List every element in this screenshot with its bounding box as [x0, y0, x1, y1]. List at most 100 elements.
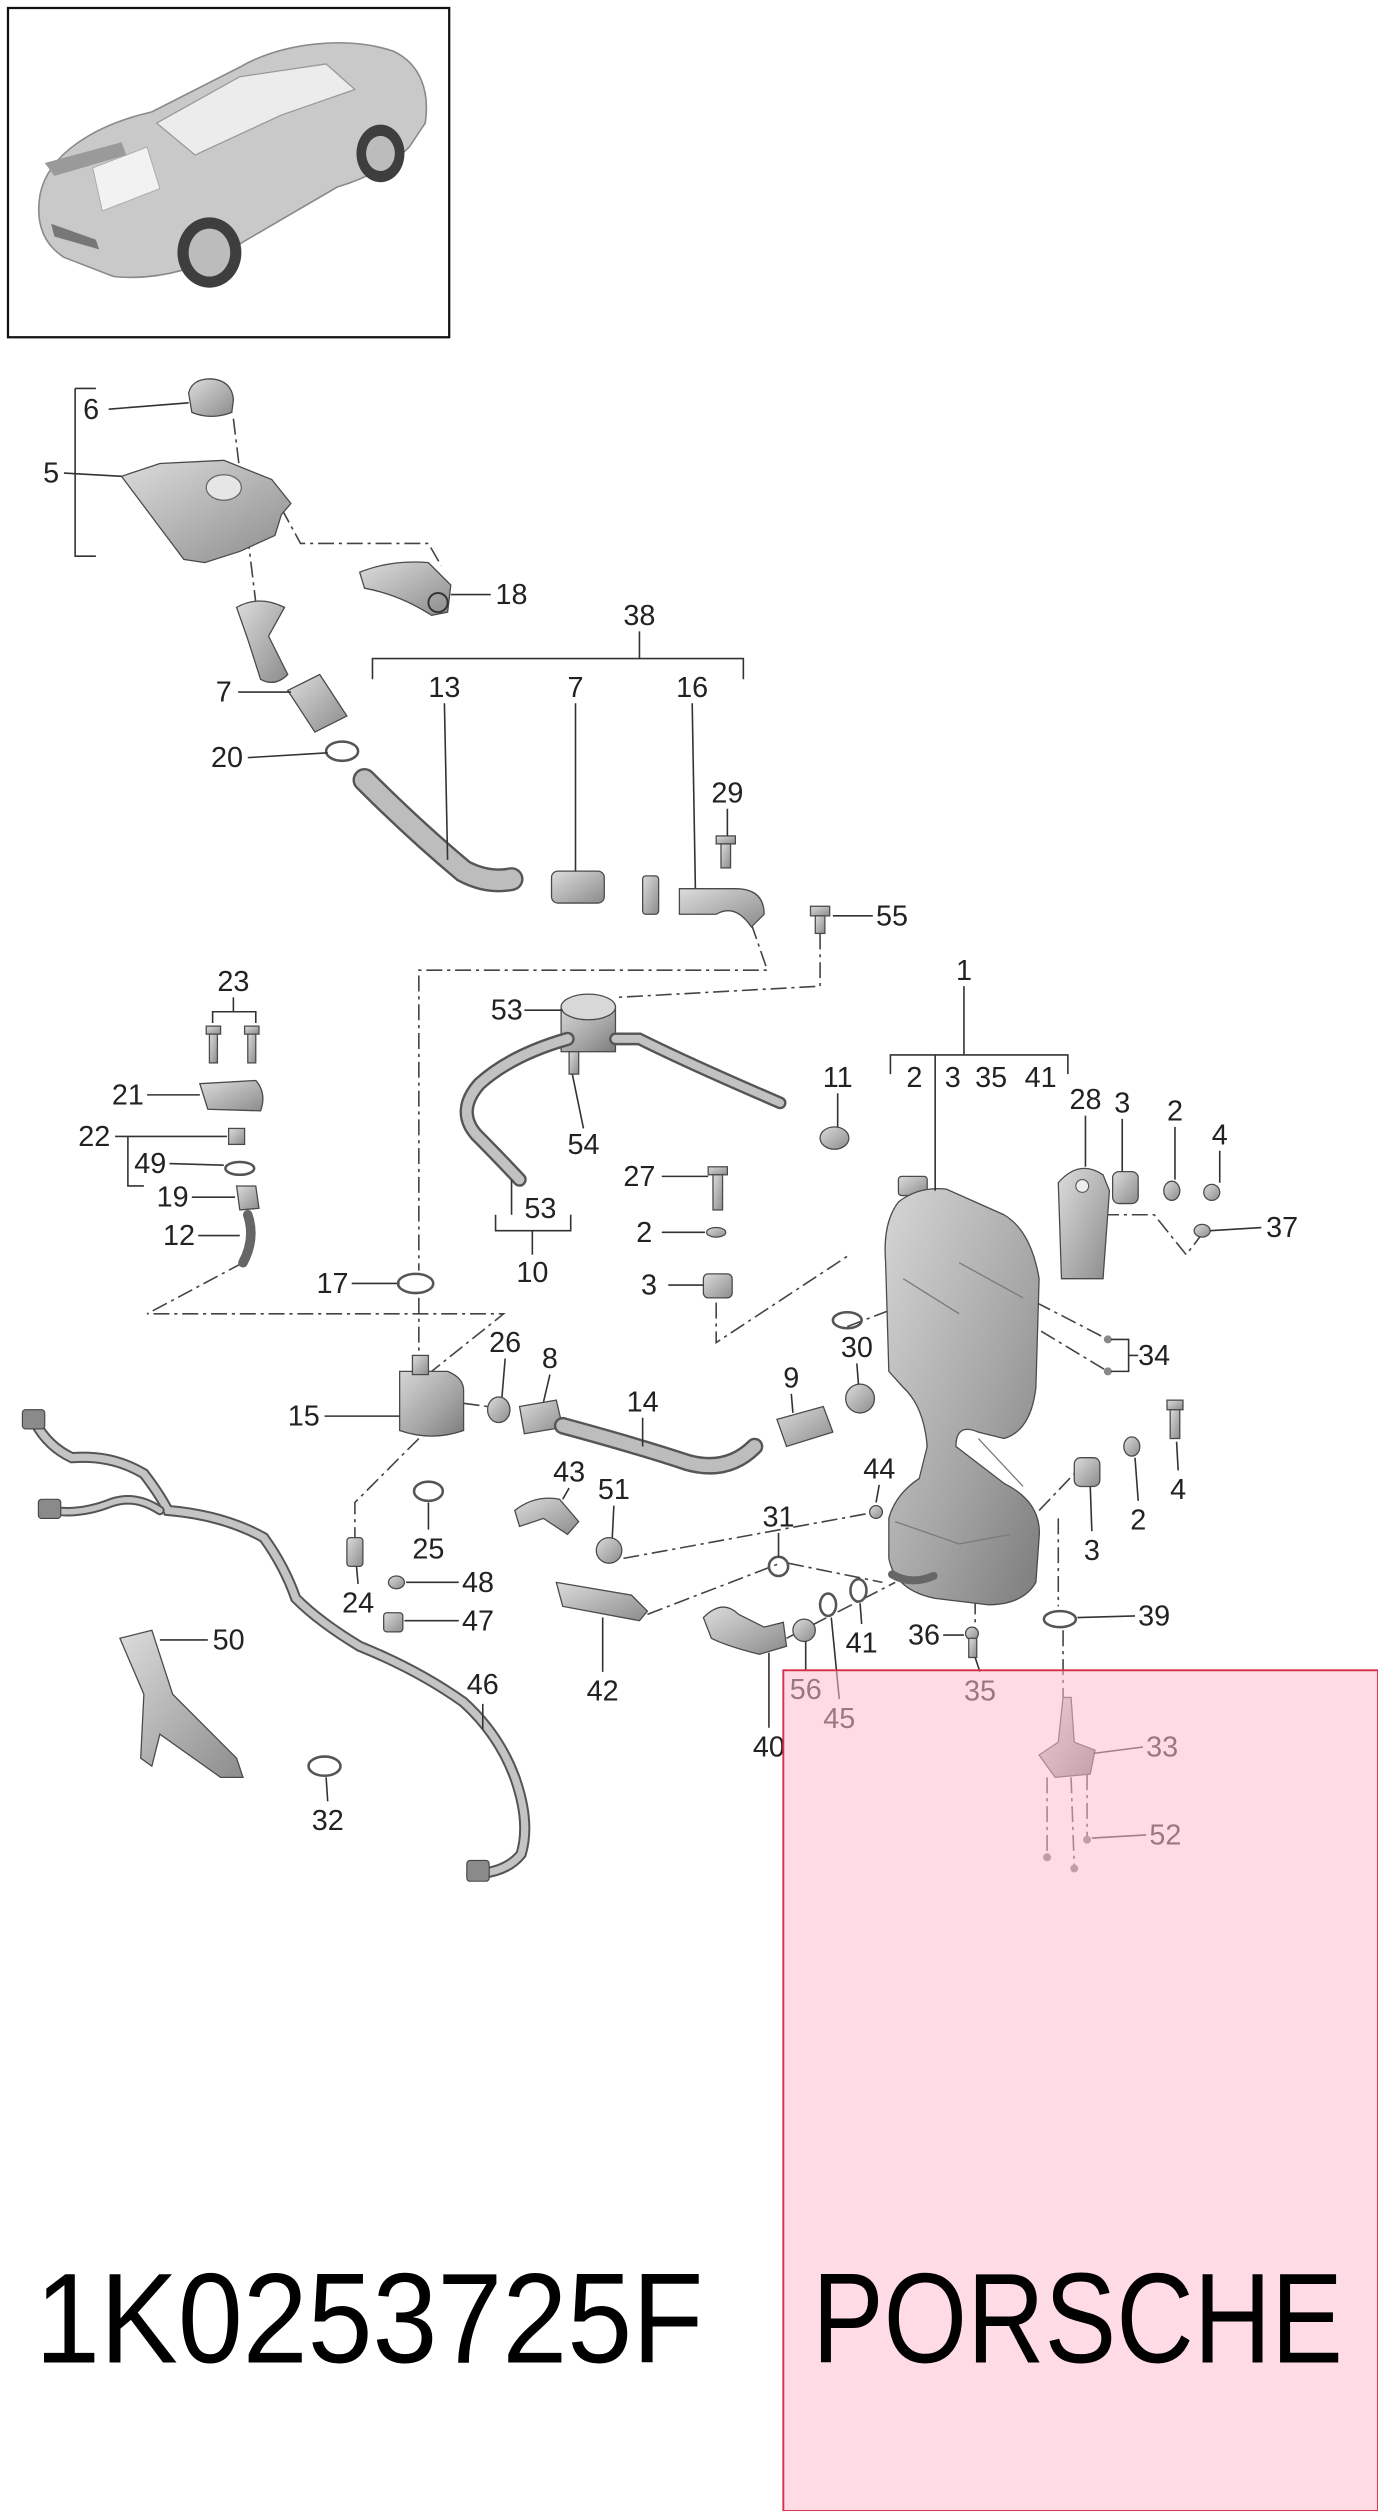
callout-14: 14 — [627, 1386, 659, 1418]
part-3-bushing — [702, 1273, 733, 1299]
callout-17: 17 — [317, 1268, 349, 1300]
callout-30: 30 — [841, 1332, 873, 1364]
callout-7: 7 — [567, 672, 583, 704]
callout-29: 29 — [711, 777, 743, 809]
part-12-hose — [238, 1209, 256, 1268]
part-11-clamp — [819, 1126, 850, 1150]
callout-11: 11 — [823, 1062, 853, 1094]
callout-9: 9 — [783, 1362, 799, 1394]
callout-43: 43 — [553, 1457, 585, 1489]
part-grommet — [831, 1310, 863, 1330]
part-30-clamp — [845, 1383, 876, 1414]
part-55-bolt — [809, 905, 831, 935]
callout-23: 23 — [217, 966, 249, 998]
callout-37: 37 — [1266, 1212, 1298, 1244]
callout-42: 42 — [587, 1676, 619, 1708]
callout-38: 38 — [623, 600, 655, 632]
callout-41: 41 — [846, 1628, 878, 1660]
callout-3: 3 — [1114, 1087, 1130, 1119]
callout-13: 13 — [428, 672, 460, 704]
callout-2: 2 — [906, 1062, 922, 1094]
callout-44: 44 — [863, 1453, 895, 1485]
callout-53: 53 — [491, 995, 523, 1027]
part-24-clip — [346, 1536, 364, 1568]
part-26-clamp — [486, 1396, 511, 1424]
callout-5: 5 — [43, 458, 59, 490]
part-53-hose-left — [459, 1031, 575, 1187]
part-5-filler-plate — [120, 459, 292, 564]
assembly-lines — [146, 418, 1203, 1867]
brand-name: PORSCHE — [812, 2247, 1343, 2390]
part-13-hose — [352, 768, 524, 893]
part-41-o-ring — [849, 1577, 868, 1603]
part-48-cap — [387, 1575, 406, 1590]
part-45-o-ring — [818, 1592, 838, 1618]
part-9-sleeve — [776, 1405, 834, 1448]
callout-27: 27 — [623, 1161, 655, 1193]
part-29-screw — [715, 835, 736, 869]
part-17-o-ring — [396, 1272, 435, 1295]
part-43-pipe — [514, 1497, 580, 1536]
callout-54: 54 — [567, 1129, 599, 1161]
callout-16: 16 — [676, 672, 708, 704]
callout-3: 3 — [641, 1270, 657, 1302]
callout-49: 49 — [134, 1148, 166, 1180]
callout-51: 51 — [598, 1474, 630, 1506]
callout-15: 15 — [288, 1401, 320, 1433]
leader-lines — [63, 387, 1262, 1839]
part-51-clamp — [595, 1536, 623, 1564]
callout-26: 26 — [489, 1327, 521, 1359]
callout-8: 8 — [542, 1343, 558, 1375]
part-clamp-upper — [642, 875, 660, 915]
callout-50: 50 — [213, 1624, 245, 1656]
car-illustration — [38, 42, 428, 288]
callout-41: 41 — [1025, 1062, 1057, 1094]
callout-32: 32 — [312, 1805, 344, 1837]
callout-39: 39 — [1138, 1601, 1170, 1633]
part-number: 1K0253725F — [35, 2247, 703, 2390]
part-31-o-ring — [767, 1555, 790, 1578]
part-53-hose-right — [609, 1032, 787, 1110]
callout-2: 2 — [1130, 1505, 1146, 1537]
callout-20: 20 — [211, 742, 243, 774]
part-23-bolts — [205, 1025, 260, 1064]
part-47-grommet — [383, 1612, 404, 1633]
part-27-bolt — [707, 1166, 729, 1211]
part-14-hose — [553, 1416, 764, 1475]
part-2-washer-right — [1163, 1180, 1181, 1201]
part-35-screw — [968, 1637, 978, 1659]
part-49-o-ring — [224, 1160, 256, 1177]
part-1-fuel-tank — [884, 1175, 1112, 1606]
part-46-hose — [21, 1409, 531, 1882]
part-28-bracket — [1057, 1167, 1111, 1280]
callout-7: 7 — [216, 677, 232, 709]
part-19-connector — [235, 1185, 260, 1211]
part-37-clip — [1193, 1223, 1211, 1238]
part-42-connector — [555, 1581, 649, 1622]
callout-24: 24 — [342, 1588, 374, 1620]
callout-4: 4 — [1170, 1474, 1186, 1506]
part-20-clamp — [324, 740, 360, 763]
part-funnel — [235, 600, 289, 684]
callout-48: 48 — [462, 1567, 494, 1599]
highlight-overlay — [782, 1669, 1378, 2511]
callout-31: 31 — [763, 1501, 795, 1533]
callout-46: 46 — [467, 1669, 499, 1701]
part-32-o-ring — [307, 1755, 342, 1778]
callout-28: 28 — [1069, 1084, 1101, 1116]
part-44-clip — [869, 1505, 884, 1520]
callout-34: 34 — [1138, 1340, 1170, 1372]
callout-18: 18 — [496, 579, 528, 611]
part-39-o-ring — [1042, 1609, 1078, 1629]
vehicle-thumbnail — [6, 6, 451, 339]
part-18-bracket — [358, 561, 452, 617]
part-3-bushing-lower — [1073, 1457, 1101, 1488]
part-16-elbow — [678, 888, 765, 929]
callout-1: 1 — [956, 955, 972, 987]
part-40-elbow — [702, 1606, 788, 1655]
callout-55: 55 — [876, 900, 908, 932]
callout-2: 2 — [636, 1217, 652, 1249]
part-3-bushing-right — [1111, 1170, 1139, 1205]
callout-3: 3 — [945, 1062, 961, 1094]
